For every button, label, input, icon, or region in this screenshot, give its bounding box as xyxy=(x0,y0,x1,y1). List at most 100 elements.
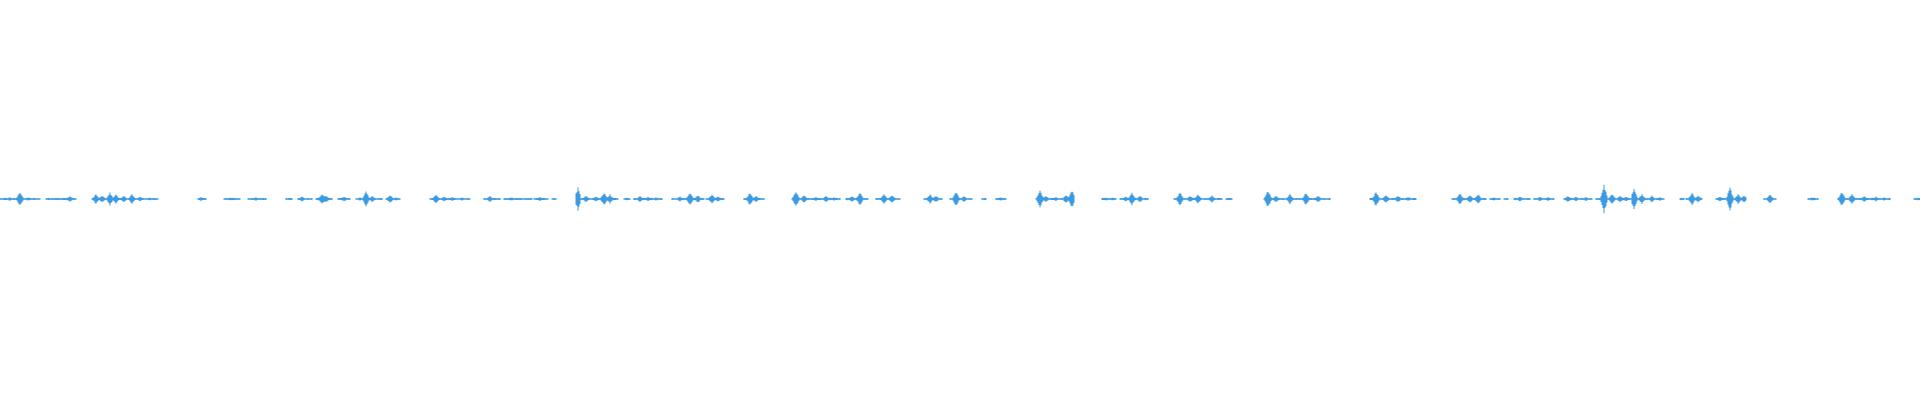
waveform-segment-path xyxy=(875,194,901,204)
waveform-segment xyxy=(705,194,725,204)
waveform-segment-path xyxy=(1631,188,1665,210)
waveform-segment xyxy=(1489,197,1501,201)
waveform-segment-path xyxy=(743,193,765,205)
waveform-segment xyxy=(0,193,41,205)
waveform-segment xyxy=(483,195,501,203)
waveform-segment xyxy=(623,197,631,201)
waveform-segment-path xyxy=(845,193,869,205)
waveform-segment-path xyxy=(1263,191,1331,207)
waveform-segment-path xyxy=(1173,192,1223,206)
waveform-segment-path xyxy=(1837,193,1891,205)
waveform-segment-path xyxy=(705,194,725,204)
waveform-segment xyxy=(791,192,841,206)
waveform-segment xyxy=(1225,197,1233,201)
waveform-segment xyxy=(533,197,549,201)
waveform-segment-path xyxy=(981,197,987,201)
waveform-segment-path xyxy=(533,197,549,201)
waveform-segment-path xyxy=(1035,190,1075,208)
waveform-segment-path xyxy=(483,195,501,203)
waveform-segment-path xyxy=(1369,192,1417,206)
waveform-segment xyxy=(633,195,663,203)
waveform-segment xyxy=(1595,184,1633,214)
waveform-segment-path xyxy=(1685,193,1703,205)
waveform-segment xyxy=(995,197,1007,201)
waveform-segment-path xyxy=(223,197,241,201)
waveform-segment-path xyxy=(1489,197,1501,201)
waveform-segment-path xyxy=(633,195,663,203)
waveform-segment xyxy=(845,193,869,205)
waveform-segment-path xyxy=(1119,192,1149,206)
waveform-segment xyxy=(1035,190,1075,208)
waveform-segment xyxy=(743,193,765,205)
waveform-segment-path xyxy=(355,191,383,207)
waveform-segment xyxy=(337,196,351,202)
waveform-segment-path xyxy=(1679,197,1685,201)
waveform-segment-path xyxy=(551,197,557,201)
waveform-segment xyxy=(671,193,705,205)
waveform-segment xyxy=(315,194,333,204)
waveform-segment-path xyxy=(247,197,267,201)
waveform-segment-path xyxy=(0,193,41,205)
waveform-segment-path xyxy=(1533,197,1555,201)
waveform-segment xyxy=(949,193,973,205)
waveform-segment xyxy=(1685,193,1703,205)
waveform-segment xyxy=(45,196,77,202)
waveform-segment-path xyxy=(1513,196,1531,202)
waveform-segment-path xyxy=(1503,197,1509,201)
waveform-segment xyxy=(1679,197,1685,201)
waveform-segment xyxy=(355,191,383,207)
waveform-segment-path xyxy=(285,197,293,201)
waveform-segment-path xyxy=(1763,194,1777,204)
waveform-segment-path xyxy=(575,187,581,211)
waveform-segment-path xyxy=(671,193,705,205)
waveform-segment-path xyxy=(1595,184,1633,214)
waveform-segment xyxy=(1913,197,1920,201)
waveform-segment-path xyxy=(1715,187,1747,211)
waveform-segment xyxy=(197,197,207,201)
waveform-segment xyxy=(223,197,241,201)
waveform-segment xyxy=(1563,196,1593,202)
waveform-segment-path xyxy=(337,196,351,202)
waveform-segment xyxy=(579,193,619,205)
waveform-segment-path xyxy=(623,197,631,201)
waveform-segment-path xyxy=(297,196,313,202)
waveform-segment-path xyxy=(791,192,841,206)
waveform-segment-path xyxy=(91,192,159,206)
waveform-segment xyxy=(297,196,313,202)
waveform-segment-path xyxy=(995,197,1007,201)
waveform-segment xyxy=(981,197,987,201)
waveform-segment xyxy=(385,195,401,203)
waveform-segment xyxy=(1837,193,1891,205)
waveform-segment-path xyxy=(503,197,533,201)
waveform-segment-path xyxy=(1451,194,1487,204)
waveform-segment xyxy=(1451,194,1487,204)
waveform-segment-path xyxy=(1807,197,1819,201)
waveform-segment xyxy=(923,194,943,204)
waveform-segment xyxy=(1763,194,1777,204)
waveform-segments xyxy=(0,184,1920,214)
waveform-segment xyxy=(1533,197,1555,201)
waveform-segment xyxy=(503,197,533,201)
waveform-segment-path xyxy=(197,197,207,201)
waveform-segment-path xyxy=(1913,197,1920,201)
waveform-segment xyxy=(247,197,267,201)
waveform-segment-path xyxy=(315,194,333,204)
waveform-segment xyxy=(1513,196,1531,202)
waveform-segment-path xyxy=(429,194,471,204)
waveform-segment-path xyxy=(923,194,943,204)
waveform-segment xyxy=(1263,191,1331,207)
waveform-segment-path xyxy=(579,193,619,205)
waveform-segment xyxy=(1807,197,1819,201)
waveform-segment-path xyxy=(45,196,77,202)
waveform-segment xyxy=(1715,187,1747,211)
waveform-segment-path xyxy=(949,193,973,205)
waveform-segment xyxy=(1101,197,1117,201)
waveform-segment xyxy=(1631,188,1665,210)
waveform-segment xyxy=(285,197,293,201)
waveform-segment xyxy=(875,194,901,204)
waveform-segment xyxy=(551,197,557,201)
waveform-segment xyxy=(1119,192,1149,206)
waveform-segment xyxy=(1173,192,1223,206)
